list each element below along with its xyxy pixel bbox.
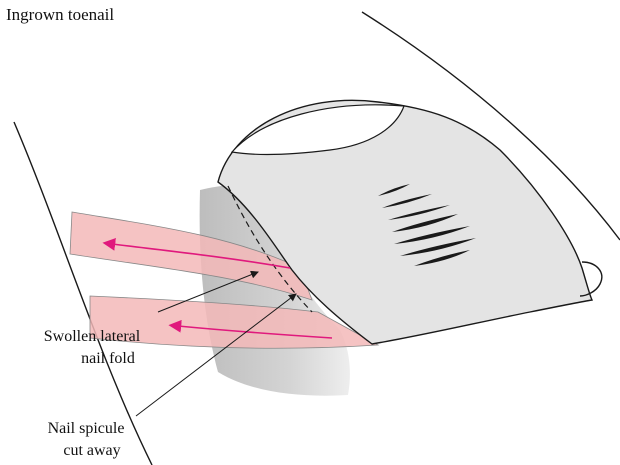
nail-fold-label-line2: nail fold	[81, 350, 135, 367]
spicule-label-line2: cut away	[63, 442, 120, 459]
toe-outline	[14, 122, 152, 465]
spicule-label-line1: Nail spicule	[48, 420, 125, 437]
nail-fold-label-line1: Swollen lateral	[44, 328, 141, 345]
diagram-title: Ingrown toenail	[6, 5, 114, 24]
